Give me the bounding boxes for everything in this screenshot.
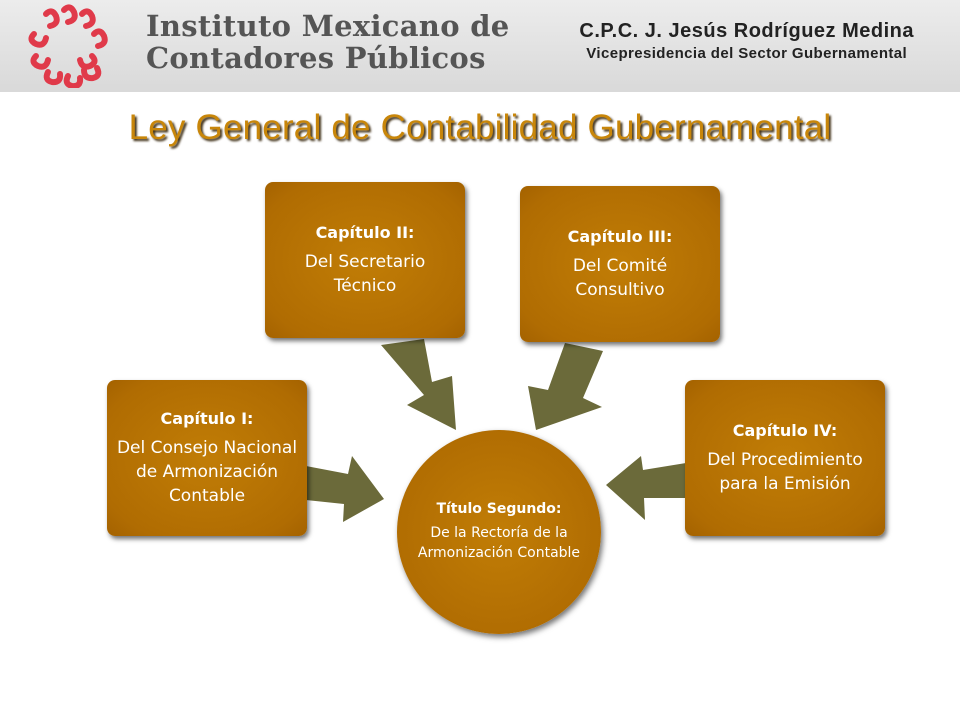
chapter-1-box: Capítulo I: Del Consejo Nacional de Armo… — [107, 380, 307, 536]
arrow-chapter-4 — [606, 456, 686, 520]
chapter-3-heading: Capítulo III: — [567, 226, 673, 246]
chapter-1-text: Del Consejo Nacional de Armonización Con… — [116, 437, 298, 506]
imcp-logo-icon — [28, 4, 108, 88]
chapter-2-text: Del Secretario Técnico — [304, 251, 426, 296]
center-title-circle: Título Segundo: De la Rectoría de la Arm… — [397, 430, 601, 634]
org-line-1: Instituto Mexicano de — [146, 9, 510, 43]
center-heading: Título Segundo: — [436, 501, 562, 517]
presenter-role: Vicepresidencia del Sector Gubernamental — [586, 45, 908, 62]
arrow-chapter-1 — [306, 456, 384, 522]
chapter-2-heading: Capítulo II: — [315, 222, 415, 242]
chapter-4-box: Capítulo IV: Del Procedimiento para la E… — [685, 380, 885, 536]
chapter-2-box: Capítulo II: Del Secretario Técnico — [265, 182, 465, 338]
chapter-3-text: Del Comité Consultivo — [572, 255, 668, 300]
center-text: De la Rectoría de la Armonización Contab… — [417, 525, 581, 561]
page-title: Ley General de Contabilidad Gubernamenta… — [128, 108, 832, 147]
arrow-chapter-2 — [381, 339, 456, 430]
presenter-block: C.P.C. J. Jesús Rodríguez Medina Vicepre… — [579, 19, 914, 65]
chapter-1-heading: Capítulo I: — [160, 408, 254, 428]
chapter-4-text: Del Procedimiento para la Emisión — [707, 449, 863, 494]
arrow-chapter-3 — [528, 343, 603, 430]
header-bar: Instituto Mexicano de Contadores Público… — [0, 0, 960, 92]
org-line-2: Contadores Públicos — [146, 41, 486, 75]
chapter-4-heading: Capítulo IV: — [732, 420, 838, 440]
presenter-name: C.P.C. J. Jesús Rodríguez Medina — [579, 20, 914, 42]
chapter-3-box: Capítulo III: Del Comité Consultivo — [520, 186, 720, 342]
organization-name: Instituto Mexicano de Contadores Público… — [146, 10, 510, 74]
